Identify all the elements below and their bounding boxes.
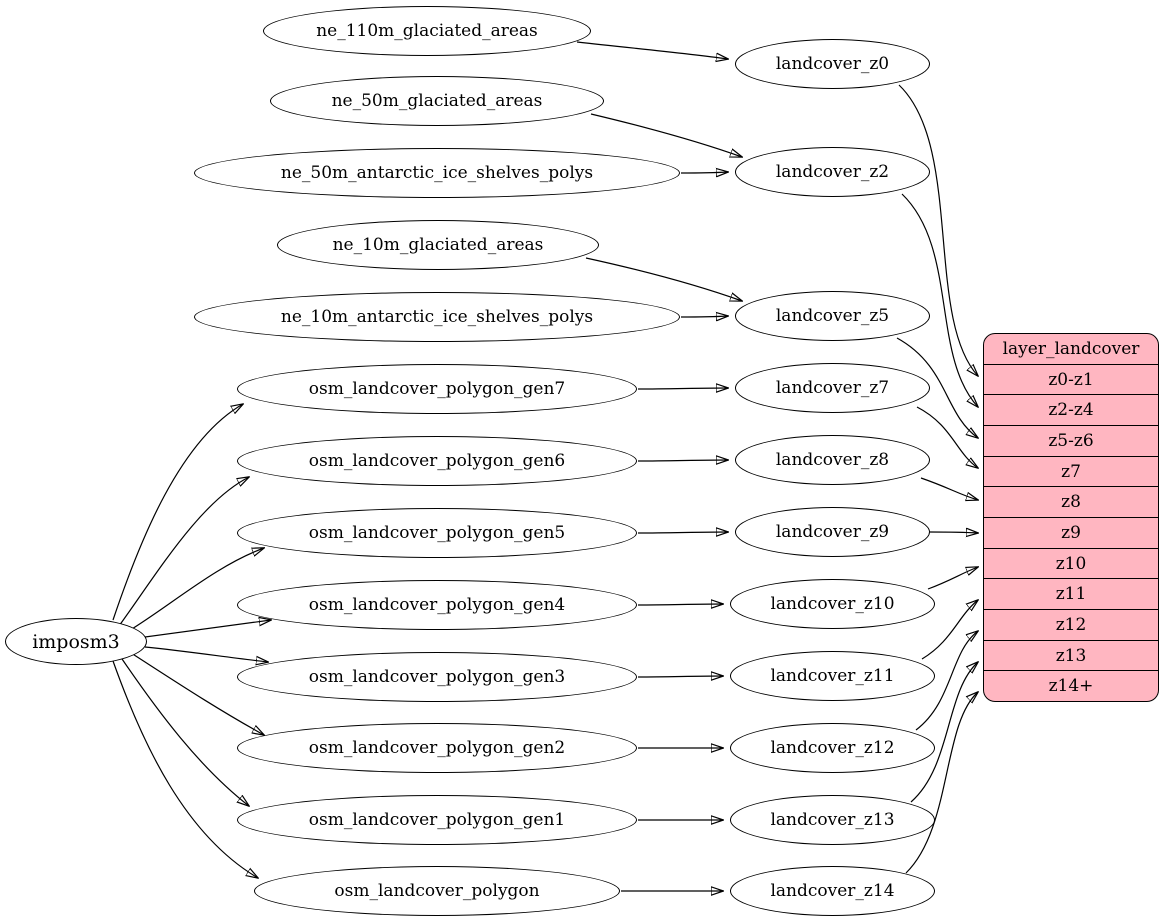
edge-ne110m-z0 [576,41,728,59]
node-osm_landcover_polygon_gen3: osm_landcover_polygon_gen3 [237,652,637,702]
node-landcover_z13: landcover_z13 [730,795,935,845]
edge-gen3-z11 [637,676,723,677]
edge-ne50m-ant-z2 [680,172,728,173]
edge-ne50m-z2 [590,113,742,157]
node-osm_landcover_polygon_gen2: osm_landcover_polygon_gen2 [237,723,637,773]
node-landcover_z9: landcover_z9 [735,507,930,557]
edge-z7-row [916,406,978,468]
edge-z13-row [910,662,978,803]
edge-gen4-z10 [637,604,723,605]
record-row-z13: z13 [984,639,1158,671]
edge-gen5-z9 [637,532,728,533]
node-ne_10m_glaciated_areas: ne_10m_glaciated_areas [277,220,599,270]
record-title: layer_landcover [1002,338,1140,359]
edge-imposm3-gen5 [126,548,264,633]
node-osm_landcover_polygon_gen4: osm_landcover_polygon_gen4 [237,580,637,630]
node-osm_landcover_polygon: osm_landcover_polygon [254,866,620,916]
node-ne_10m_antarctic_ice_shelves_polys: ne_10m_antarctic_ice_shelves_polys [194,292,680,342]
node-ne_50m_glaciated_areas: ne_50m_glaciated_areas [270,76,604,126]
edge-z0-row [898,84,978,376]
edge-gen6-z8 [637,460,728,461]
record-row-z5-z6: z5-z6 [984,425,1158,456]
layer-landcover-record: layer_landcover z0-z1 z2-z4 z5-z6 z7 z8 … [983,333,1159,702]
edge-ne10m-z5 [585,257,742,301]
node-landcover_z2: landcover_z2 [735,147,930,197]
node-landcover_z11: landcover_z11 [730,651,935,701]
node-landcover_z14: landcover_z14 [730,866,935,916]
node-osm_landcover_polygon_gen5: osm_landcover_polygon_gen5 [237,508,637,558]
record-row-z7: z7 [984,455,1158,487]
node-landcover_z5: landcover_z5 [735,291,930,341]
record-row-z14: z14+ [984,670,1158,701]
edge-z14-row [905,692,978,874]
edge-imposm3-gen4 [144,620,271,638]
edge-ne10m-ant-z5 [680,316,728,317]
node-osm_landcover_polygon_gen1: osm_landcover_polygon_gen1 [237,795,637,845]
edge-z11-row [921,600,978,660]
node-ne_50m_antarctic_ice_shelves_polys: ne_50m_antarctic_ice_shelves_polys [194,148,680,198]
edge-z12-row [915,631,978,731]
edge-z8-row [920,477,978,500]
edge-gen7-z7 [637,388,728,389]
record-row-z8: z8 [984,486,1158,517]
edge-z2-row [901,193,978,407]
edge-imposm3-gen6 [118,477,249,627]
record-row-z11: z11 [984,578,1158,609]
record-row-z2-z4: z2-z4 [984,394,1158,425]
record-row-z12: z12 [984,609,1158,640]
node-landcover_z0: landcover_z0 [735,39,930,89]
node-landcover_z7: landcover_z7 [735,363,930,413]
edge-z9-row [929,532,978,533]
record-row-z9: z9 [984,517,1158,548]
edge-z10-row [927,567,978,590]
edge-imposm3-gen3 [144,646,268,662]
edge-imposm3-gen2 [127,650,264,735]
node-landcover_z12: landcover_z12 [730,723,935,773]
node-ne_110m_glaciated_areas: ne_110m_glaciated_areas [263,6,591,56]
edge-imposm3-gen1 [119,655,249,806]
node-osm_landcover_polygon_gen7: osm_landcover_polygon_gen7 [237,364,637,414]
node-landcover_z8: landcover_z8 [735,435,930,485]
edge-imposm3-gen7 [112,404,243,621]
node-osm_landcover_polygon_gen6: osm_landcover_polygon_gen6 [237,436,637,486]
record-row-z0-z1: z0-z1 [984,363,1158,395]
record-row-z10: z10 [984,547,1158,579]
node-imposm3: imposm3 [5,618,147,665]
edge-imposm3-polygon [112,660,258,878]
node-landcover_z10: landcover_z10 [730,579,935,629]
edge-z5-row [896,337,978,438]
